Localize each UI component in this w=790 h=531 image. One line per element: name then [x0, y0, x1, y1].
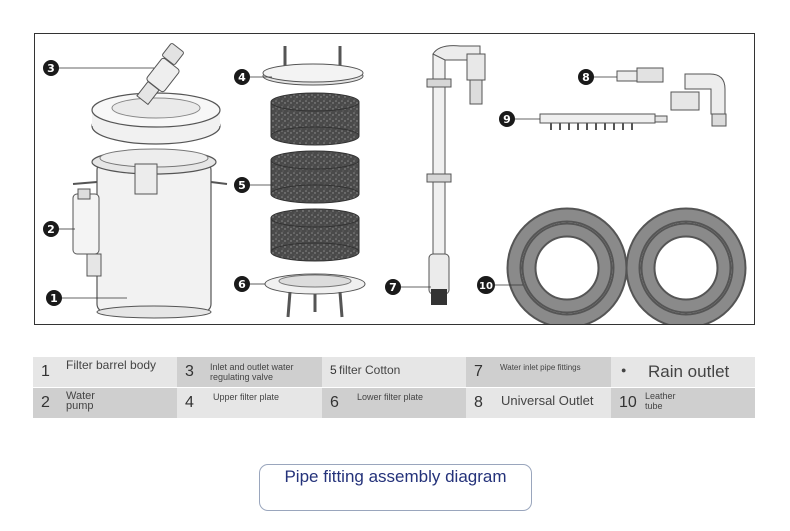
legend-number: 3	[185, 363, 194, 380]
legend-label: Water inlet pipe fittings	[500, 363, 581, 372]
svg-text:8: 8	[582, 71, 590, 84]
svg-text:3: 3	[47, 62, 55, 75]
legend-cell-3: 3 Inlet and outlet water regulating valv…	[177, 357, 322, 387]
legend-label: Universal Outlet	[501, 393, 594, 408]
callout-6: 6	[234, 276, 250, 292]
callout-2: 2	[43, 221, 59, 237]
diagram-frame: 3 4 5 6 2 1 7 8 9 10	[34, 33, 755, 325]
leather-tube-illustration	[506, 207, 747, 324]
lower-filter-plate-illustration	[264, 273, 366, 318]
rain-outlet-icon: ●	[621, 365, 627, 375]
legend-label: Leather tube	[645, 391, 676, 411]
callout-5: 5	[234, 177, 250, 193]
svg-text:4: 4	[238, 71, 246, 84]
parts-diagram: 3 4 5 6 2 1 7 8 9 10	[43, 43, 747, 324]
upper-filter-plate-illustration	[262, 46, 364, 86]
callout-10: 10	[477, 276, 495, 294]
parts-legend: 1 Filter barrel body 3 Inlet and outlet …	[33, 357, 755, 419]
legend-number: 2	[41, 394, 50, 411]
spray-bar-illustration	[539, 113, 668, 130]
leader-lines	[59, 67, 617, 299]
callout-9: 9	[499, 111, 515, 127]
universal-outlet-illustration	[616, 67, 664, 83]
callout-7: 7	[385, 279, 401, 295]
legend-label: Filter barrel body	[66, 358, 157, 372]
svg-text:1: 1	[50, 292, 58, 305]
callout-8: 8	[578, 69, 594, 85]
legend-cell-8: 8 Universal Outlet	[466, 388, 611, 418]
legend-cell-1: 1 Filter barrel body	[33, 357, 177, 387]
filter-cotton-illustration	[270, 92, 360, 262]
legend-label: filter Cotton	[339, 363, 401, 377]
svg-text:9: 9	[503, 113, 511, 126]
legend-label: Rain outlet	[648, 362, 730, 381]
regulating-valve-illustration	[136, 43, 184, 106]
legend-number: 8	[474, 394, 483, 411]
legend-label: Upper filter plate	[213, 392, 280, 402]
legend-label: Water pump	[66, 390, 95, 412]
inlet-pipe-illustration	[426, 45, 486, 305]
legend-number: 6	[330, 394, 339, 411]
legend-cell-7: 7 Water inlet pipe fittings	[466, 357, 611, 387]
callout-3: 3	[43, 60, 59, 76]
svg-text:7: 7	[389, 281, 397, 294]
legend-cell-2: 2 Water pump	[33, 388, 177, 418]
legend-cell-10: 10 Leather tube	[611, 388, 755, 418]
outlet-elbow-illustration	[670, 73, 727, 127]
legend-number: 4	[185, 394, 194, 411]
svg-text:5: 5	[238, 179, 246, 192]
legend-number: 1	[41, 363, 50, 380]
legend-cell-rain: ● Rain outlet	[611, 357, 755, 387]
legend-cell-6: 6 Lower filter plate	[322, 388, 466, 418]
filter-barrel-illustration	[72, 148, 228, 319]
legend-label: Lower filter plate	[357, 392, 424, 402]
legend-number: 10	[619, 394, 637, 411]
svg-text:6: 6	[238, 278, 246, 291]
svg-text:2: 2	[47, 223, 55, 236]
legend-cell-4: 4 Upper filter plate	[177, 388, 322, 418]
legend-number: 7	[474, 363, 483, 380]
callout-4: 4	[234, 69, 250, 85]
legend-label: Inlet and outlet water regulating valve	[210, 362, 294, 382]
filter-lid-illustration	[91, 92, 221, 145]
svg-text:10: 10	[479, 281, 493, 292]
legend-cell-5: 5 filter Cotton	[322, 357, 466, 387]
legend-number: 5	[330, 363, 337, 377]
diagram-caption: Pipe fitting assembly diagram	[259, 464, 532, 511]
callout-1: 1	[46, 290, 62, 306]
